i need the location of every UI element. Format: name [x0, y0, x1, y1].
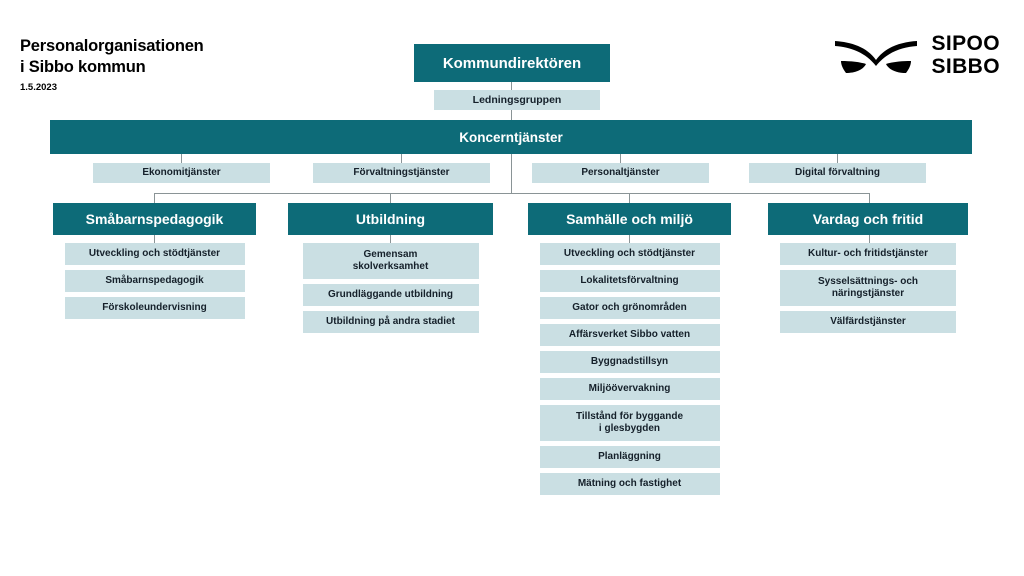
connector-vardag-children	[869, 235, 870, 243]
connector-department-bus	[154, 193, 870, 194]
dept-header-smabarnspedagogik[interactable]: Småbarnspedagogik	[53, 203, 256, 235]
box-ledningsgruppen[interactable]: Ledningsgruppen	[434, 90, 600, 110]
department-column-smabarnspedagogik: Småbarnspedagogik Utveckling och stödtjä…	[53, 203, 256, 319]
dept-child-box[interactable]: Gemensam skolverksamhet	[302, 243, 479, 279]
dept-child-box[interactable]: Sysselsättnings- och näringstjänster	[780, 270, 956, 306]
dept-child-box[interactable]: Utbildning på andra stadiet	[302, 311, 479, 333]
dept-child-box[interactable]: Grundläggande utbildning	[302, 284, 479, 306]
box-forvaltningstjanster[interactable]: Förvaltningstjänster	[313, 163, 490, 183]
box-digital-forvaltning[interactable]: Digital förvaltning	[749, 163, 926, 183]
page-title: Personalorganisationen i Sibbo kommun	[20, 37, 204, 77]
dept-child-box[interactable]: Planläggning	[539, 446, 720, 468]
dept-children-samhalle-och-miljo: Utveckling och stödtjänster Lokalitetsfö…	[528, 243, 731, 495]
dept-children-smabarnspedagogik: Utveckling och stödtjänster Småbarnspeda…	[53, 243, 256, 319]
dept-child-box[interactable]: Gator och grönområden	[539, 297, 720, 319]
dept-child-box[interactable]: Småbarnspedagogik	[64, 270, 245, 292]
dept-children-utbildning: Gemensam skolverksamhet Grundläggande ut…	[288, 243, 493, 333]
department-column-vardag-och-fritid: Vardag och fritid Kultur- och fritidstjä…	[768, 203, 968, 333]
dept-children-vardag-och-fritid: Kultur- och fritidstjänster Sysselsättni…	[768, 243, 968, 333]
dept-child-box[interactable]: Kultur- och fritidstjänster	[780, 243, 956, 265]
dept-header-vardag-och-fritid[interactable]: Vardag och fritid	[768, 203, 968, 235]
dept-child-box[interactable]: Miljöövervakning	[539, 378, 720, 400]
dept-child-box[interactable]: Välfärdstjänster	[780, 311, 956, 333]
connector-corp-forvaltning	[401, 154, 402, 163]
logo-text: SIPOO SIBBO	[931, 32, 1000, 78]
connector-bus-utbildning	[390, 193, 391, 203]
connector-director-to-management	[511, 82, 512, 90]
box-personaltjanster[interactable]: Personaltjänster	[532, 163, 709, 183]
connector-corp-ekonomi	[181, 154, 182, 163]
dept-child-box[interactable]: Byggnadstillsyn	[539, 351, 720, 373]
connector-bus-smabarnspedagogik	[154, 193, 155, 203]
department-column-utbildning: Utbildning Gemensam skolverksamhet Grund…	[288, 203, 493, 333]
dept-header-samhalle-och-miljo[interactable]: Samhälle och miljö	[528, 203, 731, 235]
connector-utbildning-children	[390, 235, 391, 243]
department-column-samhalle-och-miljo: Samhälle och miljö Utveckling och stödtj…	[528, 203, 731, 495]
connector-samhalle-children	[629, 235, 630, 243]
connector-corp-personal	[620, 154, 621, 163]
dept-child-box[interactable]: Mätning och fastighet	[539, 473, 720, 495]
box-ekonomitjanster[interactable]: Ekonomitjänster	[93, 163, 270, 183]
sipoo-sibbo-wings-icon	[835, 40, 918, 73]
connector-bus-samhalle	[629, 193, 630, 203]
title-block: Personalorganisationen i Sibbo kommun 1.…	[20, 36, 350, 93]
connector-corp-digital	[837, 154, 838, 163]
dept-child-box[interactable]: Lokalitetsförvaltning	[539, 270, 720, 292]
connector-bus-vardag	[869, 193, 870, 203]
dept-header-utbildning[interactable]: Utbildning	[288, 203, 493, 235]
logo: SIPOO SIBBO	[833, 32, 1000, 78]
dept-child-box[interactable]: Förskoleundervisning	[64, 297, 245, 319]
connector-management-to-corporate	[511, 110, 512, 120]
box-kommundirektoren[interactable]: Kommundirektören	[414, 44, 610, 82]
dept-child-box[interactable]: Affärsverket Sibbo vatten	[539, 324, 720, 346]
page-date: 1.5.2023	[20, 82, 57, 94]
dept-child-box[interactable]: Tillstånd för byggande i glesbygden	[539, 405, 720, 441]
connector-smabarnspedagogik-children	[154, 235, 155, 243]
dept-child-box[interactable]: Utveckling och stödtjänster	[539, 243, 720, 265]
box-koncerntjanster[interactable]: Koncerntjänster	[50, 120, 972, 154]
connector-corp-to-departments	[511, 154, 512, 193]
dept-child-box[interactable]: Utveckling och stödtjänster	[64, 243, 245, 265]
